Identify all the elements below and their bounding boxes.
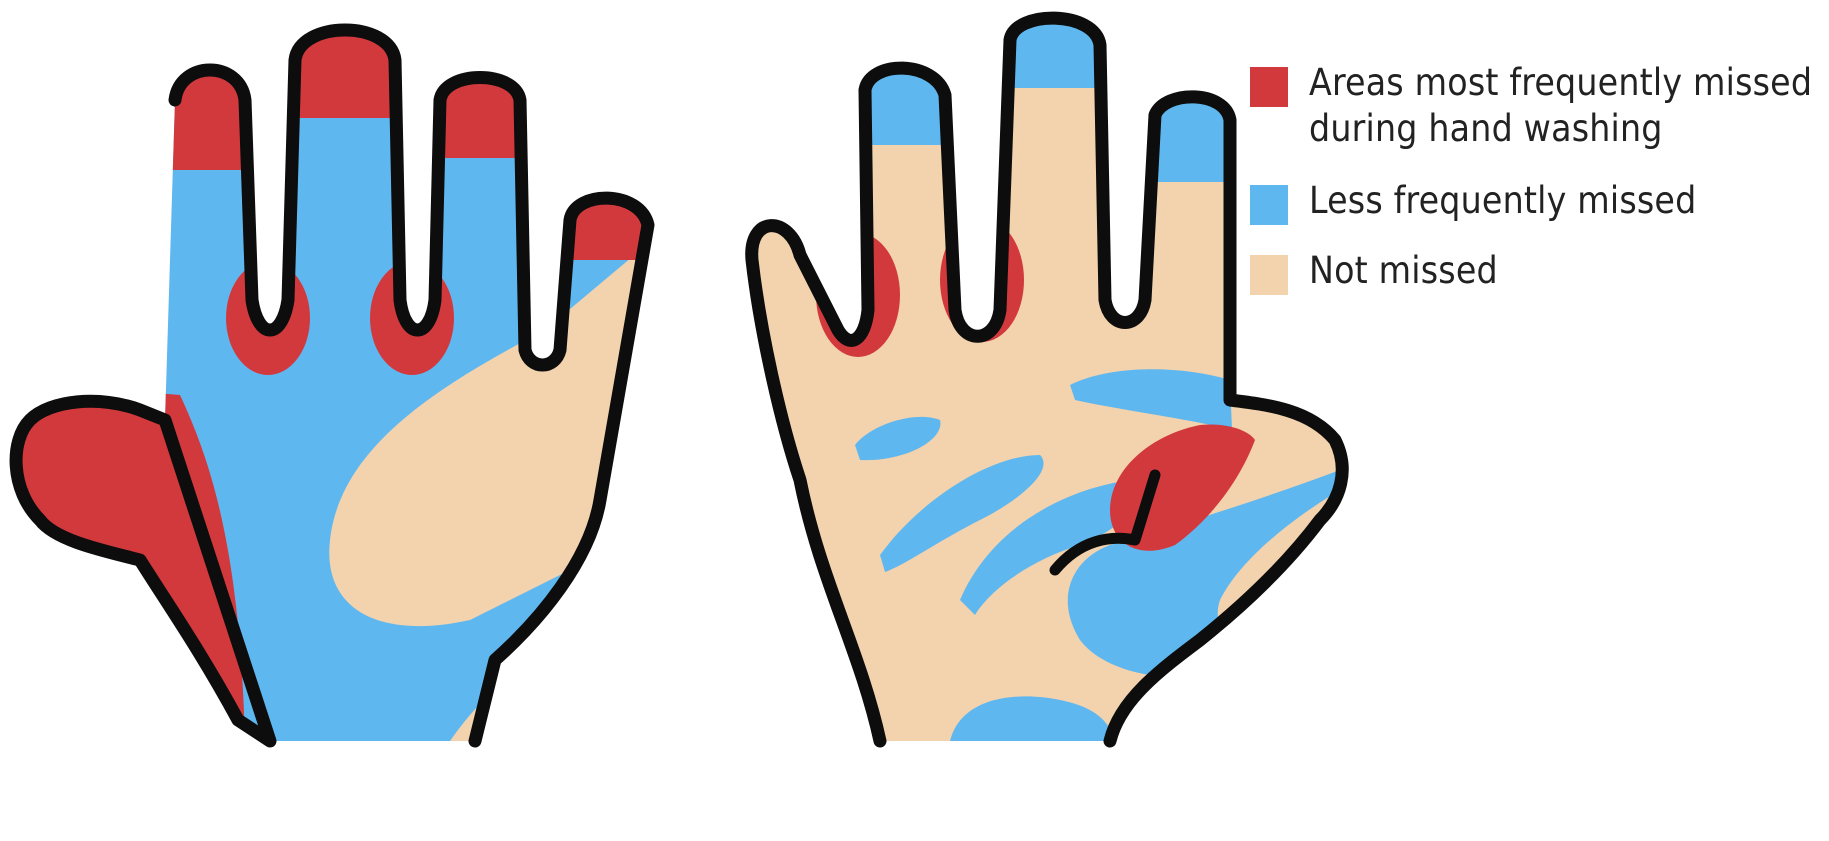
legend-label-most-missed-line2: during hand washing — [1309, 106, 1820, 152]
legend: Areas most frequently missed during hand… — [1250, 60, 1820, 318]
legend-swatch-not-missed — [1250, 255, 1288, 295]
legend-swatch-less-missed — [1250, 185, 1288, 225]
back-web-1-most-missed — [226, 261, 310, 375]
legend-item-less-missed: Less frequently missed — [1250, 178, 1820, 224]
legend-label-not-missed: Not missed — [1309, 248, 1820, 294]
legend-item-not-missed: Not missed — [1250, 248, 1820, 294]
hand-back — [0, 0, 700, 841]
legend-swatch-most-missed — [1250, 67, 1288, 107]
legend-label-most-missed-line1: Areas most frequently missed — [1309, 60, 1820, 106]
legend-label-less-missed: Less frequently missed — [1309, 178, 1820, 224]
legend-item-most-missed: Areas most frequently missed during hand… — [1250, 60, 1820, 152]
